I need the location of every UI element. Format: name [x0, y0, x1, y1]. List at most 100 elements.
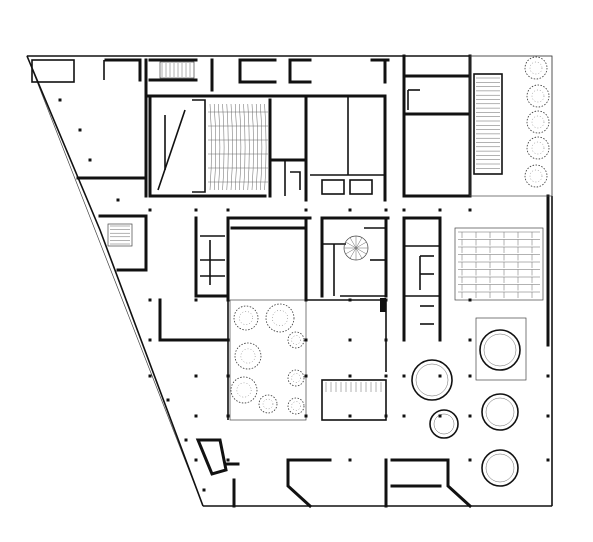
- column: [202, 488, 206, 492]
- round-table: [411, 359, 453, 401]
- column: [402, 208, 406, 212]
- tree: [526, 110, 550, 134]
- tree-canopy: [291, 335, 301, 345]
- stair-tread: [355, 237, 363, 249]
- column: [468, 374, 472, 378]
- tree: [230, 376, 258, 404]
- column: [88, 158, 92, 162]
- tree: [287, 331, 305, 349]
- column: [438, 414, 442, 418]
- column: [116, 198, 120, 202]
- tree: [234, 342, 262, 370]
- auditorium: [144, 94, 302, 198]
- column: [194, 208, 198, 212]
- column: [226, 414, 230, 418]
- column: [194, 414, 198, 418]
- seating-row: [260, 103, 263, 191]
- column: [194, 374, 198, 378]
- seating-row: [255, 103, 258, 191]
- round-table: [481, 393, 519, 431]
- column: [226, 374, 230, 378]
- seating-row: [239, 103, 242, 191]
- courtyard: [229, 299, 307, 421]
- tree-canopy: [239, 311, 253, 325]
- columns: [58, 98, 550, 492]
- stair-tread: [355, 241, 367, 249]
- tree-canopy: [236, 382, 252, 398]
- south-west-rooms: [158, 298, 240, 508]
- column: [348, 298, 352, 302]
- seating-row: [222, 103, 225, 191]
- tree-canopy: [262, 398, 274, 410]
- column: [438, 338, 442, 342]
- column: [304, 208, 308, 212]
- column: [348, 458, 352, 462]
- column: [402, 458, 406, 462]
- tree-canopy: [531, 141, 545, 155]
- column: [384, 208, 388, 212]
- north-west-rooms: [31, 58, 312, 198]
- column: [148, 374, 152, 378]
- column: [148, 208, 152, 212]
- stair-tread: [355, 247, 367, 255]
- tree: [526, 84, 550, 108]
- column: [304, 338, 308, 342]
- round-table: [429, 409, 459, 439]
- column: [226, 208, 230, 212]
- tree: [526, 136, 550, 160]
- column: [226, 298, 230, 302]
- stair-tread: [349, 247, 357, 259]
- column: [58, 98, 62, 102]
- table-edge: [485, 397, 515, 427]
- column: [304, 414, 308, 418]
- column: [438, 374, 442, 378]
- stair-tread: [345, 241, 357, 249]
- stair-tread: [345, 247, 357, 255]
- tree-canopy: [531, 115, 545, 129]
- tree: [524, 56, 548, 80]
- column: [438, 458, 442, 462]
- north-central-rooms: [268, 58, 390, 202]
- table-edge: [433, 413, 455, 435]
- stair-tread: [355, 247, 363, 259]
- building-outline: [26, 55, 553, 507]
- tree: [287, 369, 305, 387]
- central-stair-core: [320, 216, 390, 312]
- column: [468, 458, 472, 462]
- column: [546, 374, 550, 378]
- seating-row: [234, 103, 237, 191]
- seating-row: [264, 103, 267, 191]
- round-table: [481, 449, 519, 487]
- column: [546, 338, 550, 342]
- column: [166, 398, 170, 402]
- table-edge: [485, 453, 515, 483]
- column: [194, 458, 198, 462]
- column: [194, 338, 198, 342]
- column: [384, 338, 388, 342]
- column: [402, 374, 406, 378]
- tree: [265, 303, 295, 333]
- table-edge: [483, 333, 517, 367]
- column: [468, 338, 472, 342]
- column: [402, 414, 406, 418]
- south-central-rooms: [286, 299, 473, 509]
- column: [304, 298, 308, 302]
- east-stepped-seating: [454, 227, 544, 301]
- seating-row: [230, 103, 233, 191]
- tree: [287, 397, 305, 415]
- seating-row: [218, 103, 221, 191]
- column: [348, 414, 352, 418]
- column: [384, 374, 388, 378]
- tree-canopy: [272, 310, 288, 326]
- tree: [258, 394, 278, 414]
- column: [402, 338, 406, 342]
- seating-row: [209, 103, 212, 191]
- north-stair: [159, 61, 195, 79]
- column: [546, 298, 550, 302]
- seating-row: [213, 103, 216, 191]
- column: [384, 298, 388, 302]
- central-block: [194, 216, 312, 300]
- column: [348, 208, 352, 212]
- column: [226, 338, 230, 342]
